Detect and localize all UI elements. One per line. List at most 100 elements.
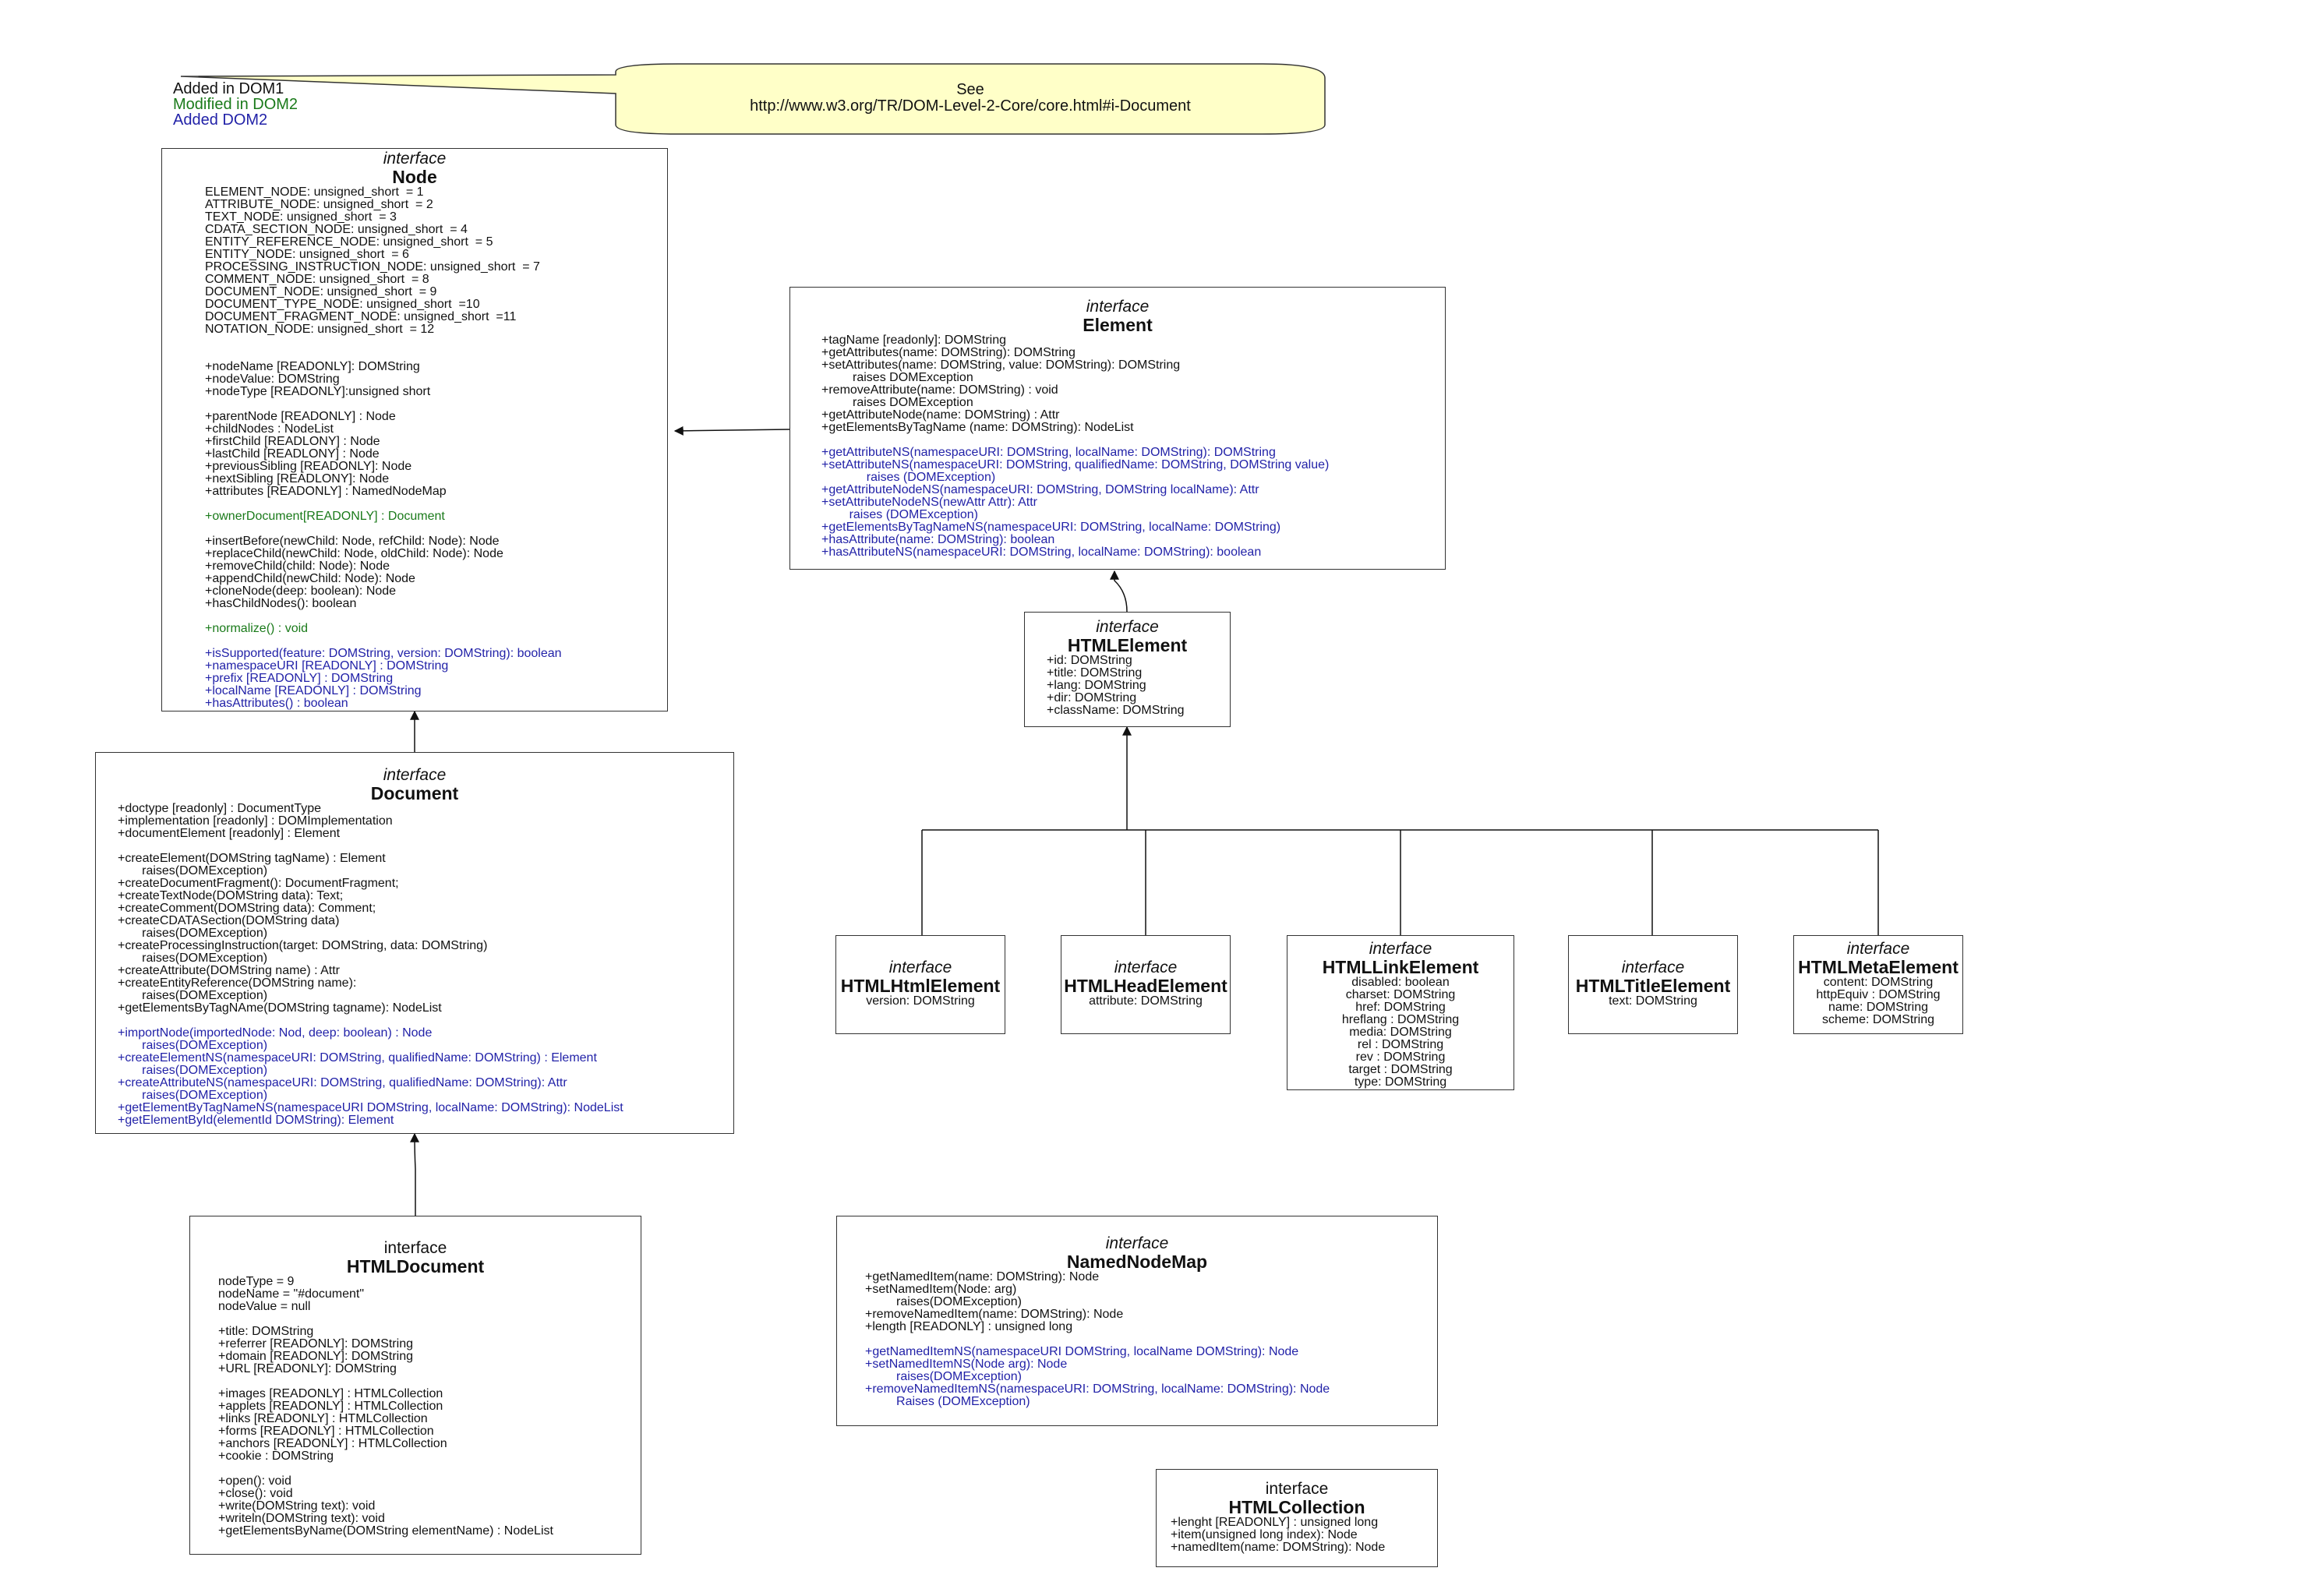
member-line: +hasChildNodes(): boolean — [205, 597, 357, 610]
member-line: +title: DOMString — [218, 1325, 314, 1338]
member-line: +links [READONLY] : HTMLCollection — [218, 1412, 428, 1425]
htmlhtml-members: version: DOMString — [836, 995, 1005, 1008]
member-line: +getAttributeNodeNS(namespaceURI: DOMStr… — [821, 483, 1259, 496]
member-line: +getAttributeNode(name: DOMString) : Att… — [821, 408, 1060, 422]
member-line: +hasAttributeNS(namespaceURI: DOMString,… — [821, 546, 1262, 559]
htmldocument-interface-name: HTMLDocument — [346, 1256, 485, 1276]
member-line: nodeType = 9 — [218, 1275, 295, 1288]
member-line: +tagName [readonly]: DOMString — [821, 334, 1006, 347]
member-line: raises DOMException — [821, 396, 973, 409]
member-line: raises(DOMException) — [118, 927, 268, 940]
htmlelement-to-element-arrow — [1110, 570, 1128, 613]
member-line: content: DOMString — [1823, 976, 1934, 989]
member-line: +getNamedItem(name: DOMString): Node — [865, 1270, 1100, 1284]
member-line: raises(DOMException) — [865, 1370, 1022, 1383]
member-line — [205, 498, 667, 510]
member-line: +childNodes : NodeList — [205, 422, 334, 436]
member-line: +createProcessingInstruction(target: DOM… — [118, 939, 488, 952]
member-line: +anchors [READONLY] : HTMLCollection — [218, 1437, 447, 1450]
element-stereotype: interface — [1086, 298, 1150, 316]
member-line: +isSupported(feature: DOMString, version… — [205, 647, 562, 660]
member-line: +write(DOMString text): void — [218, 1499, 376, 1513]
member-line: +close(): void — [218, 1487, 293, 1500]
member-line: ENTITY_REFERENCE_NODE: unsigned_short = … — [205, 235, 493, 249]
htmlmeta-stereotype: interface — [1846, 940, 1910, 958]
htmlhead-stereotype: interface — [1114, 959, 1178, 976]
legend-dom1: Added in DOM1 — [173, 80, 284, 97]
member-line: +domain [READONLY]: DOMString — [218, 1350, 414, 1363]
member-line: hreflang : DOMString — [1341, 1013, 1460, 1026]
note-line-2: http://www.w3.org/TR/DOM-Level-2-Core/co… — [750, 97, 1191, 115]
member-line: +ownerDocument[READONLY] : Document — [205, 510, 445, 523]
htmlcollection-members: +lenght [READONLY] : unsigned long+item(… — [1171, 1517, 1437, 1554]
member-line: +setNamedItem(Node: arg) — [865, 1283, 1017, 1296]
member-line: DOCUMENT_FRAGMENT_NODE: unsigned_short =… — [205, 310, 517, 323]
member-line: PROCESSING_INSTRUCTION_NODE: unsigned_sh… — [205, 260, 540, 274]
member-line: +lastChild [READLONY] : Node — [205, 447, 380, 461]
member-line: httpEquiv : DOMString — [1816, 988, 1941, 1001]
member-line: +attributes [READONLY] : NamedNodeMap — [205, 485, 447, 498]
member-line: +namedItem(name: DOMString): Node — [1171, 1541, 1386, 1554]
member-line: +removeChild(child: Node): Node — [205, 560, 390, 573]
namednodemap-stereotype: interface — [1105, 1234, 1169, 1252]
node-interface-name: Node — [392, 167, 437, 187]
member-line: +namespaceURI [READONLY] : DOMString — [205, 659, 449, 673]
member-line: disabled: boolean — [1351, 976, 1450, 989]
member-line: +getElementsByTagNameNS(namespaceURI: DO… — [821, 521, 1281, 534]
member-line: +removeNamedItem(name: DOMString): Node — [865, 1308, 1124, 1321]
member-line: +getElementsByTagNAme(DOMString tagname)… — [118, 1001, 442, 1015]
member-line: Raises (DOMException) — [865, 1395, 1030, 1408]
member-line — [218, 1463, 641, 1475]
member-line: +createAttribute(DOMString name) : Attr — [118, 964, 340, 977]
namednodemap-interface-name: NamedNodeMap — [1066, 1252, 1208, 1272]
member-line: target : DOMString — [1348, 1063, 1453, 1076]
member-line: rev : DOMString — [1355, 1050, 1446, 1064]
member-line: +writeln(DOMString text): void — [218, 1512, 385, 1525]
htmlelement-members: +id: DOMString+title: DOMString+lang: DO… — [1047, 655, 1230, 717]
member-line: ENTITY_NODE: unsigned_short = 6 — [205, 248, 409, 261]
legend-added-dom2: Added DOM2 — [173, 111, 268, 129]
member-line: +cookie : DOMString — [218, 1449, 334, 1463]
member-line: +item(unsigned long index): Node — [1171, 1528, 1358, 1541]
htmlcollection-stereotype: interface — [1265, 1480, 1329, 1498]
member-line — [118, 840, 733, 853]
member-line: name: DOMString — [1828, 1001, 1929, 1014]
member-line: raises(DOMException) — [118, 864, 268, 877]
document-members: +doctype [readonly] : DocumentType+imple… — [118, 803, 733, 1127]
member-line: raises(DOMException) — [118, 1089, 268, 1102]
member-line: +previousSibling [READONLY]: Node — [205, 460, 412, 473]
member-line: +lang: DOMString — [1047, 679, 1146, 692]
member-line: rel : DOMString — [1357, 1038, 1444, 1051]
member-line: +getElementsByTagName (name: DOMString):… — [821, 421, 1134, 434]
htmlmeta-interface-name: HTMLMetaElement — [1798, 957, 1959, 977]
document-interface-name: Document — [370, 783, 459, 803]
htmllink-interface-name: HTMLLinkElement — [1322, 957, 1479, 977]
member-line — [205, 635, 667, 648]
member-line: +cloneNode(deep: boolean): Node — [205, 584, 397, 598]
member-line — [205, 398, 667, 411]
member-line: +nodeValue: DOMString — [205, 373, 340, 386]
member-line: media: DOMString — [1349, 1026, 1452, 1039]
member-line: text: DOMString — [1609, 994, 1697, 1008]
htmlhead-members: attribute: DOMString — [1061, 995, 1230, 1008]
member-line: +applets [READONLY] : HTMLCollection — [218, 1400, 443, 1413]
note-line-1: See — [956, 81, 984, 98]
member-line — [118, 1015, 733, 1027]
member-line — [218, 1375, 641, 1388]
legend-modified-dom2: Modified in DOM2 — [173, 96, 298, 113]
member-line: +hasAttribute(name: DOMString): boolean — [821, 533, 1055, 546]
element-members: +tagName [readonly]: DOMString +getAttrib… — [821, 334, 1445, 559]
member-line: +setAttributes(name: DOMString, value: D… — [821, 358, 1181, 372]
node-stereotype: interface — [383, 150, 447, 168]
member-line: +length [READONLY] : unsigned long — [865, 1320, 1073, 1333]
member-line — [865, 1333, 1437, 1346]
member-line: +nodeName [READONLY]: DOMString — [205, 360, 420, 373]
member-line: +images [READONLY] : HTMLCollection — [218, 1387, 443, 1400]
member-line: +parentNode [READONLY] : Node — [205, 410, 396, 423]
